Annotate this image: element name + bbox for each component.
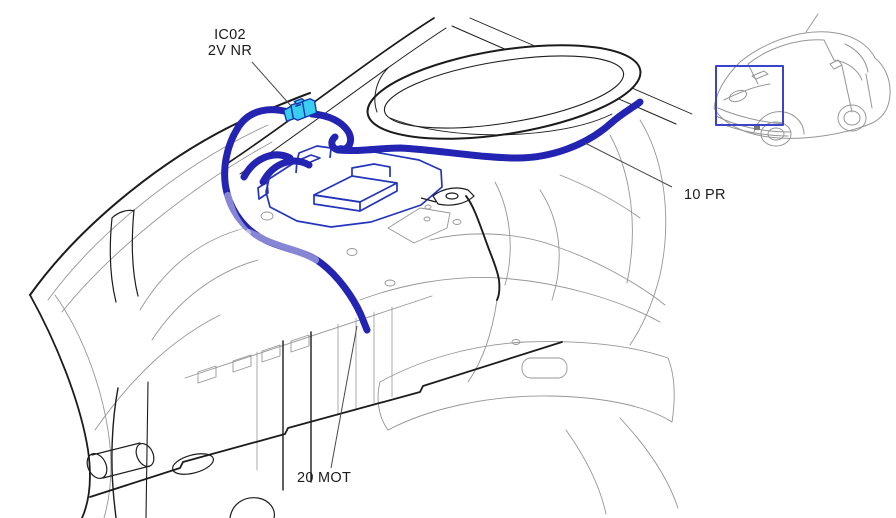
harness-coil-1 — [240, 151, 294, 181]
connector-ic02 — [283, 97, 318, 122]
car-badge — [754, 125, 760, 130]
car-location-inset — [713, 13, 891, 147]
engine-bay-line-art — [29, 17, 693, 518]
line-art-dark — [29, 17, 693, 518]
label-connector-code: IC02 — [214, 27, 246, 43]
leader-20mot — [330, 325, 358, 469]
label-connector: IC02 2V NR — [195, 27, 265, 59]
inset-highlight-box — [715, 65, 784, 126]
leader-lines — [251, 61, 673, 469]
connector-body — [283, 97, 318, 122]
harness-front-branch — [308, 110, 355, 154]
harness-fade-overlay — [224, 192, 319, 264]
tray-bracket — [420, 187, 475, 206]
harness-front-sweep — [334, 98, 644, 162]
harness-engine-branch — [221, 106, 371, 334]
harness-coil-2 — [259, 157, 313, 186]
line-art-light — [47, 119, 679, 518]
label-connector-type: 2V NR — [207, 43, 253, 59]
label-20mot: 20 MOT — [297, 470, 352, 486]
label-10pr: 10 PR — [684, 187, 726, 203]
leader-10pr — [584, 142, 673, 188]
leader-ic02 — [251, 61, 292, 107]
wiring-harness — [221, 98, 644, 334]
